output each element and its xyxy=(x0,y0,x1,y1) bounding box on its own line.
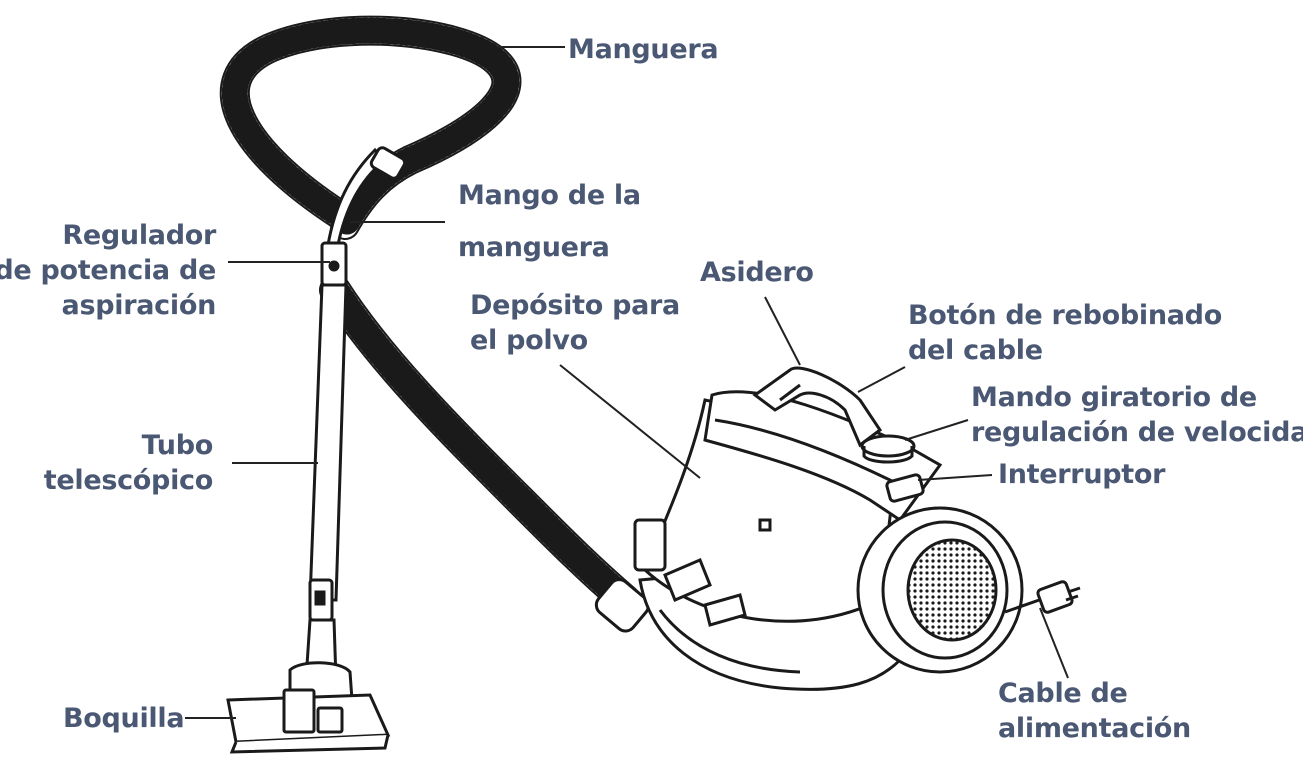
label-regulador-line-2: de potencia de xyxy=(0,255,216,286)
label-manguera: Manguera xyxy=(568,32,719,67)
label-boton-rebobinado: Botón de rebobinado del cable xyxy=(908,298,1222,368)
leader-cable xyxy=(1039,607,1069,679)
telescopic-tube xyxy=(304,283,348,682)
label-mando-giratorio: Mando giratorio de regulación de velocid… xyxy=(971,380,1303,450)
label-cable-line-1: Cable de xyxy=(998,678,1128,709)
label-cable-alimentacion: Cable de alimentación xyxy=(998,676,1191,746)
label-regulador-line-1: Regulador xyxy=(62,220,216,251)
label-tubo-line-1: Tubo xyxy=(141,430,214,461)
label-boquilla: Boquilla xyxy=(63,701,185,736)
label-mango-line-2: manguera xyxy=(458,232,610,263)
leader-mando xyxy=(904,419,969,441)
label-mando-line-1: Mando giratorio de xyxy=(971,382,1257,413)
label-asidero: Asidero xyxy=(700,255,814,290)
hose-handle xyxy=(320,146,407,287)
label-regulador-line-3: aspiración xyxy=(61,290,217,321)
label-tubo-line-2: telescópico xyxy=(43,465,214,496)
leader-asidero xyxy=(764,296,801,366)
label-interruptor: Interruptor xyxy=(998,457,1165,492)
label-tubo-telescopico: Tubo telescópico xyxy=(43,428,214,498)
vacuum-body xyxy=(633,366,1024,691)
leader-lines xyxy=(185,46,1069,719)
label-regulador: Regulador de potencia de aspiración xyxy=(0,218,216,323)
label-manguera-text: Manguera xyxy=(568,34,719,65)
power-cable xyxy=(1004,580,1081,614)
label-mango-line-1: Mango de la xyxy=(458,180,641,211)
leader-boton xyxy=(857,366,906,393)
label-interruptor-text: Interruptor xyxy=(998,459,1166,490)
nozzle xyxy=(226,661,391,754)
label-cable-line-2: alimentación xyxy=(998,713,1191,744)
label-mango-de-la-manguera: Mango de la manguera xyxy=(458,170,641,274)
label-mando-line-2: regulación de velocidad xyxy=(971,417,1303,448)
leader-interruptor xyxy=(917,474,993,481)
label-boton-line-2: del cable xyxy=(908,335,1043,366)
label-asidero-text: Asidero xyxy=(700,257,814,288)
label-deposito-line-1: Depósito para xyxy=(470,290,680,321)
label-deposito-line-2: el polvo xyxy=(470,325,588,356)
label-boton-line-1: Botón de rebobinado xyxy=(908,300,1222,331)
label-boquilla-text: Boquilla xyxy=(63,703,185,734)
hose xyxy=(219,15,650,633)
label-deposito: Depósito para el polvo xyxy=(470,288,680,358)
leader-deposito xyxy=(559,364,701,479)
